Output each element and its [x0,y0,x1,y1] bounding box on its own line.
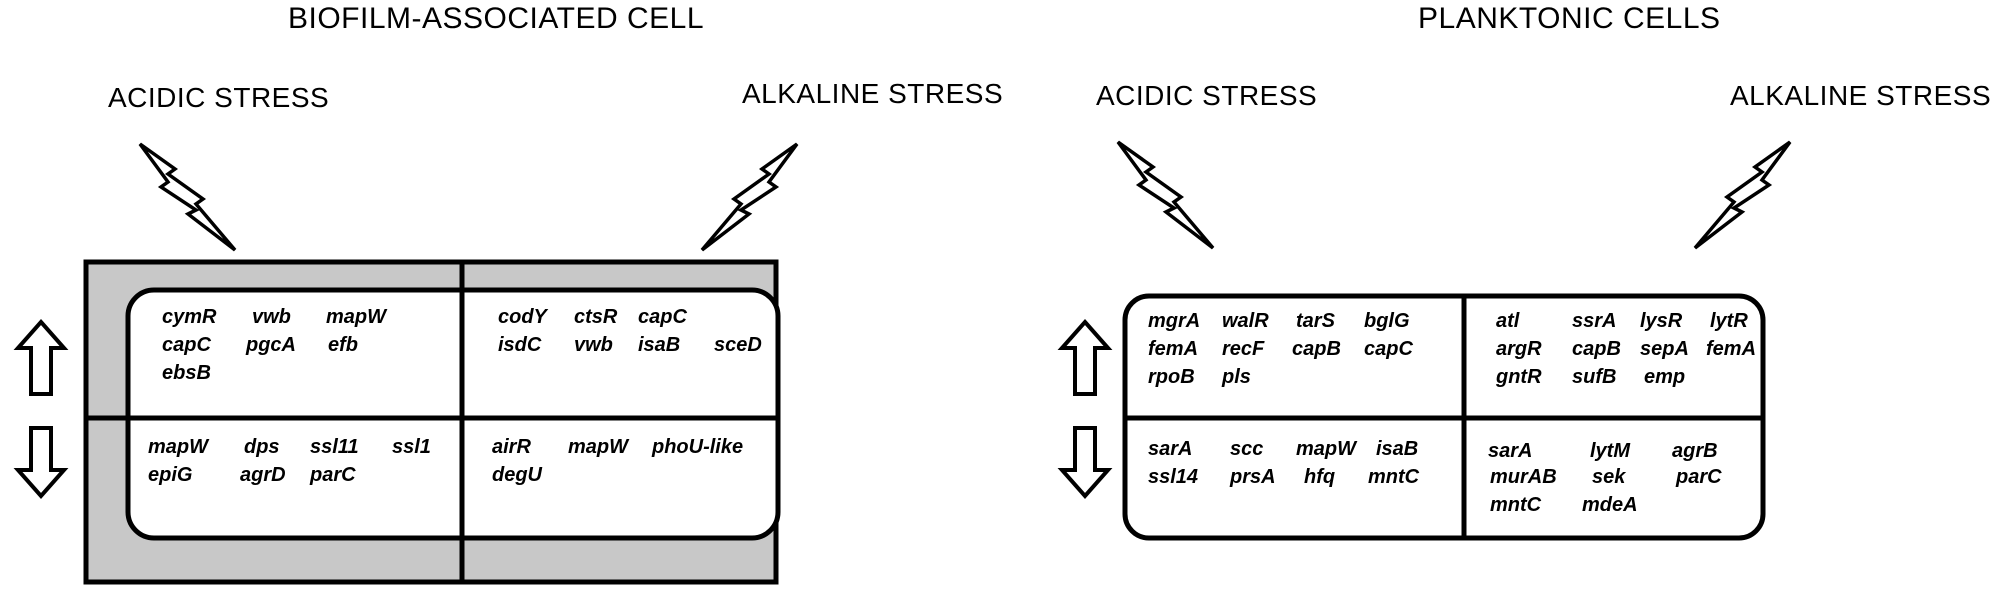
gene-label: ssl14 [1148,466,1199,488]
gene-label: capB [1572,338,1621,360]
gene-label: capB [1292,338,1341,360]
gene-label: parC [310,464,356,486]
gene-label: ssl1 [392,436,431,458]
gene-label: mapW [148,436,208,458]
up-arrow-icon [16,320,66,396]
gene-label: argR [1496,338,1542,360]
gene-label: ssl11 [310,436,359,458]
down-arrow-icon [1060,426,1110,498]
gene-label: mapW [1296,438,1356,460]
gene-label: lytR [1710,310,1748,332]
gene-label: agrD [240,464,286,486]
gene-label: vwb [574,334,613,356]
gene-label: degU [492,464,542,486]
gene-label: murAB [1490,466,1557,488]
gene-label: pls [1222,366,1251,388]
biofilm-alkaline-stress-label: ALKALINE STRESS [742,78,1004,109]
gene-label: lytM [1590,440,1630,462]
gene-label: femA [1706,338,1757,360]
gene-label: mdeA [1582,494,1638,516]
gene-label: prsA [1230,466,1276,488]
gene-label: isaB [638,334,681,356]
biofilm-acidic-stress-label: ACIDIC STRESS [108,82,330,113]
gene-label: hfq [1304,466,1336,488]
gene-label: phoU-like [652,436,744,458]
gene-label: lysR [1640,310,1683,332]
biofilm-panel-title: BIOFILM-ASSOCIATED CELL [288,2,705,35]
gene-label: mntC [1368,466,1420,488]
gene-label: sarA [1488,440,1533,462]
gene-label: capC [162,334,211,356]
gene-label: codY [498,306,547,328]
planktonic-alkaline-stress-label: ALKALINE STRESS [1730,80,1992,111]
lightning-bolt-icon [1116,140,1215,250]
gene-label: pgcA [246,334,296,356]
gene-label: capC [1364,338,1413,360]
gene-label: mntC [1490,494,1542,516]
planktonic-acidic-stress-label: ACIDIC STRESS [1096,80,1318,111]
gene-label: sek [1592,466,1626,488]
gene-label: sepA [1640,338,1689,360]
gene-label: sceD [714,334,762,356]
gene-label: isdC [498,334,542,356]
gene-label: ctsR [574,306,618,328]
gene-label: parC [1676,466,1722,488]
gene-label: femA [1148,338,1199,360]
gene-label: bglG [1364,310,1410,332]
gene-label: scc [1230,438,1264,460]
gene-label: mapW [568,436,628,458]
gene-label: isaB [1376,438,1419,460]
lightning-bolt-icon [138,142,237,252]
gene-label: ssrA [1572,310,1617,332]
gene-label: walR [1222,310,1269,332]
gene-label: capC [638,306,687,328]
lightning-bolt-icon [1693,140,1792,250]
gene-label: sufB [1572,366,1617,388]
gene-label: recF [1222,338,1265,360]
gene-label: ebsB [162,362,211,384]
gene-label: agrB [1672,440,1718,462]
gene-label: mgrA [1148,310,1201,332]
down-arrow-icon [16,426,66,498]
gene-label: sarA [1148,438,1193,460]
gene-label: epiG [148,464,193,486]
gene-label: cymR [162,306,217,328]
up-arrow-icon [1060,320,1110,396]
gene-label: tarS [1296,310,1335,332]
planktonic-panel-title: PLANKTONIC CELLS [1418,2,1721,35]
gene-label: rpoB [1148,366,1195,388]
gene-label: gntR [1496,366,1542,388]
gene-label: mapW [326,306,386,328]
lightning-bolt-icon [700,142,799,252]
gene-label: airR [492,436,531,458]
biofilm-inner-box [125,287,781,541]
gene-label: atl [1496,310,1520,332]
gene-label: emp [1644,366,1686,388]
gene-label: vwb [252,306,291,328]
gene-label: dps [244,436,280,458]
gene-label: efb [328,334,358,356]
